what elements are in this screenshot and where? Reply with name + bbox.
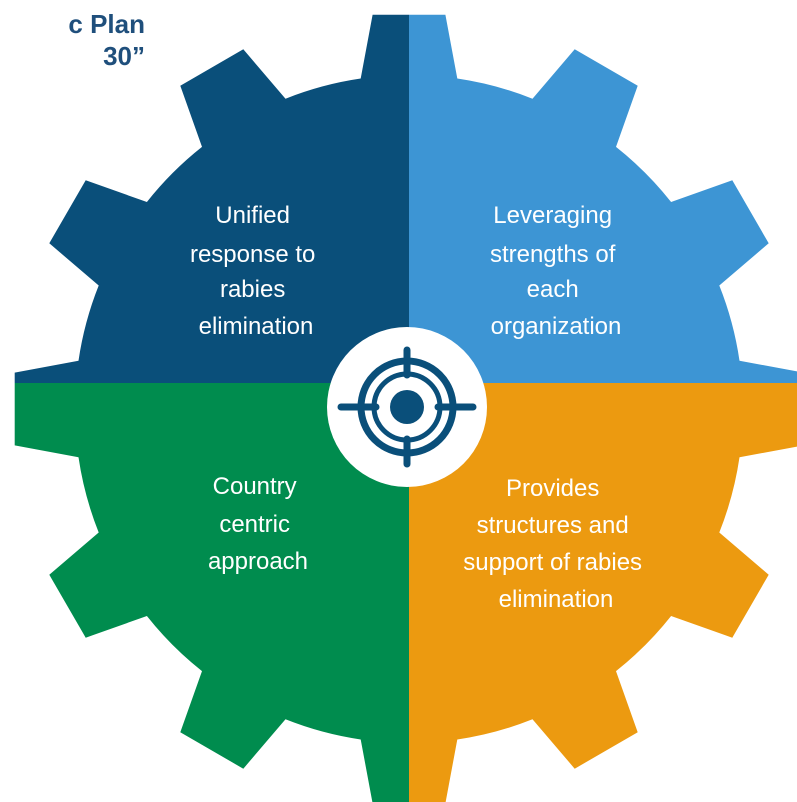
quadrant-label-bottom-right: Provides structures and support of rabie…: [463, 475, 648, 613]
quadrant-label-top-right: Leveraging strengths of each organizatio…: [490, 202, 622, 340]
center-hub: [327, 327, 487, 487]
title-line-1: c Plan: [68, 9, 145, 39]
target-icon: [337, 346, 477, 468]
quadrant-label-top-left: Unified response to rabies elimination: [190, 202, 322, 340]
quadrant-label-bottom-left: Country centric approach: [208, 473, 308, 575]
title-line-2: 30”: [103, 41, 145, 71]
page-title: c Plan 30”: [0, 8, 145, 72]
